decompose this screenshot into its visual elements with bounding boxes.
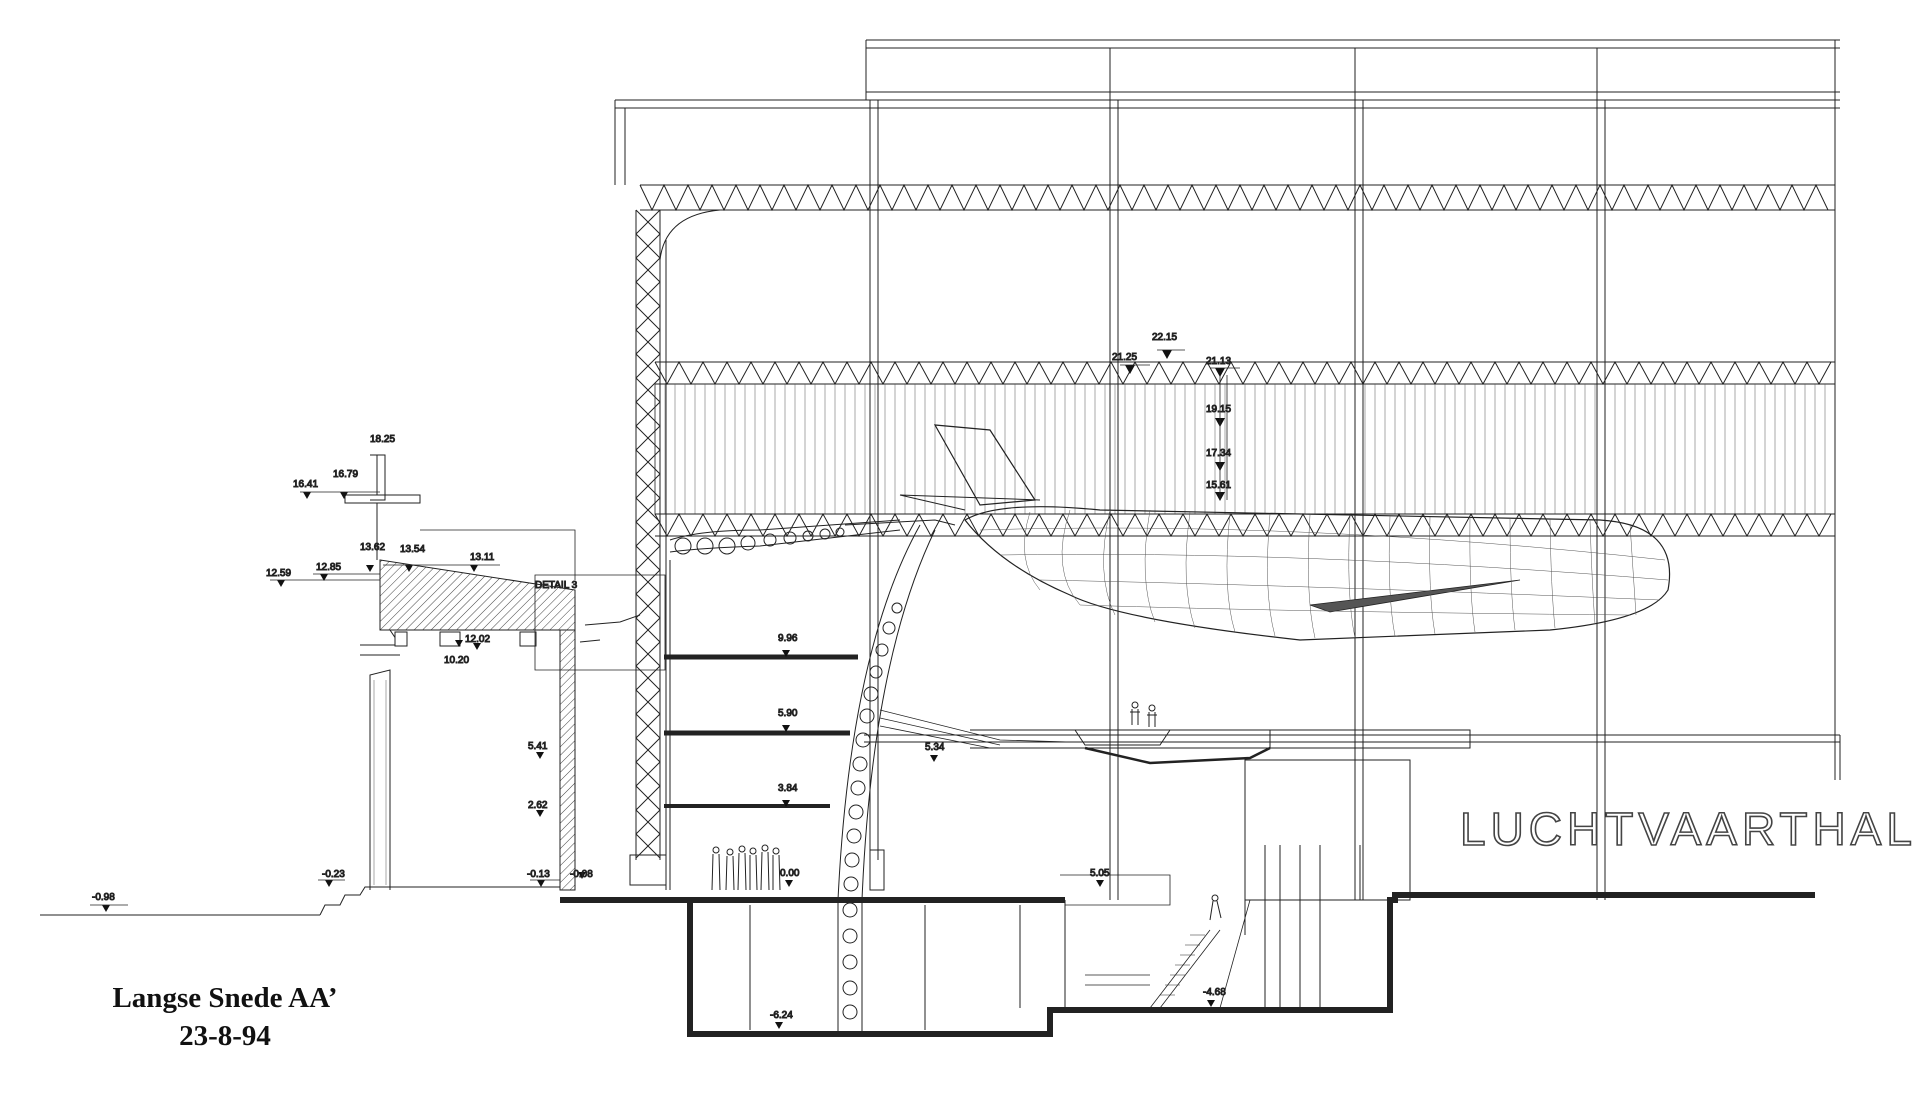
figures-ground <box>711 844 885 891</box>
arch-rib-openings <box>669 519 901 890</box>
level-label: 10.20 <box>444 655 469 666</box>
level-label: 12.59 <box>266 568 291 579</box>
level-label: 9.96 <box>778 633 798 644</box>
level-label: 12.02 <box>465 634 490 645</box>
level-label: 5.34 <box>925 742 945 753</box>
level-label: 12.85 <box>316 562 341 573</box>
level-label: 19.15 <box>1206 404 1231 415</box>
caption-date: 23-8-94 <box>179 1020 271 1052</box>
hall-roof <box>614 39 1840 185</box>
level-markers <box>102 350 1225 1029</box>
upper-truss <box>639 183 1835 212</box>
detail-label: DETAIL 3 <box>535 580 578 591</box>
level-label: -6.24 <box>770 1010 793 1021</box>
level-labels: -0.98 -0.23 -0.13 -0.08 0.00 2.62 5.41 1… <box>92 332 1232 1022</box>
hall-columns <box>869 40 1836 900</box>
level-label: 3.84 <box>778 783 798 794</box>
floor-slabs <box>664 654 1841 808</box>
level-label: -0.08 <box>570 869 593 880</box>
level-label: 5.41 <box>528 741 548 752</box>
level-label: 18.25 <box>370 434 395 445</box>
level-label: 13.54 <box>400 544 425 555</box>
level-label: 2.62 <box>528 800 548 811</box>
level-label: 21.13 <box>1206 356 1231 367</box>
level-label: 17.34 <box>1206 448 1231 459</box>
lattice-tower <box>629 209 721 890</box>
level-label: 13.62 <box>360 542 385 553</box>
level-label: 16.79 <box>333 469 358 480</box>
drawing-caption: Langse Snede AA’ 23-8-94 <box>90 978 360 1054</box>
level-label: -0.23 <box>322 869 345 880</box>
basement <box>560 845 1815 1037</box>
level-label: 13.11 <box>470 552 495 563</box>
level-label: 21.25 <box>1112 352 1137 363</box>
level-label: -0.98 <box>92 892 115 903</box>
level-label: 5.05 <box>1090 868 1110 879</box>
level-label: 0.00 <box>780 868 800 879</box>
gallery-platform <box>879 709 1471 935</box>
level-label: -0.13 <box>527 869 550 880</box>
level-label: 22.15 <box>1152 332 1177 343</box>
level-label: 5.90 <box>778 708 798 719</box>
level-label: 16.41 <box>293 479 318 490</box>
aircraft-model <box>899 424 1671 641</box>
entrance-building <box>40 454 666 916</box>
hall-label: LUCHTVAARTHAL <box>1460 803 1917 855</box>
level-label: 15.61 <box>1206 480 1231 491</box>
curved-arch-column <box>837 519 956 1034</box>
level-label: -4.68 <box>1203 987 1226 998</box>
figures-gallery <box>1130 701 1157 727</box>
level-leaders <box>90 349 1240 906</box>
middle-truss <box>654 360 1836 538</box>
caption-title: Langse Snede AA’ <box>112 982 338 1014</box>
